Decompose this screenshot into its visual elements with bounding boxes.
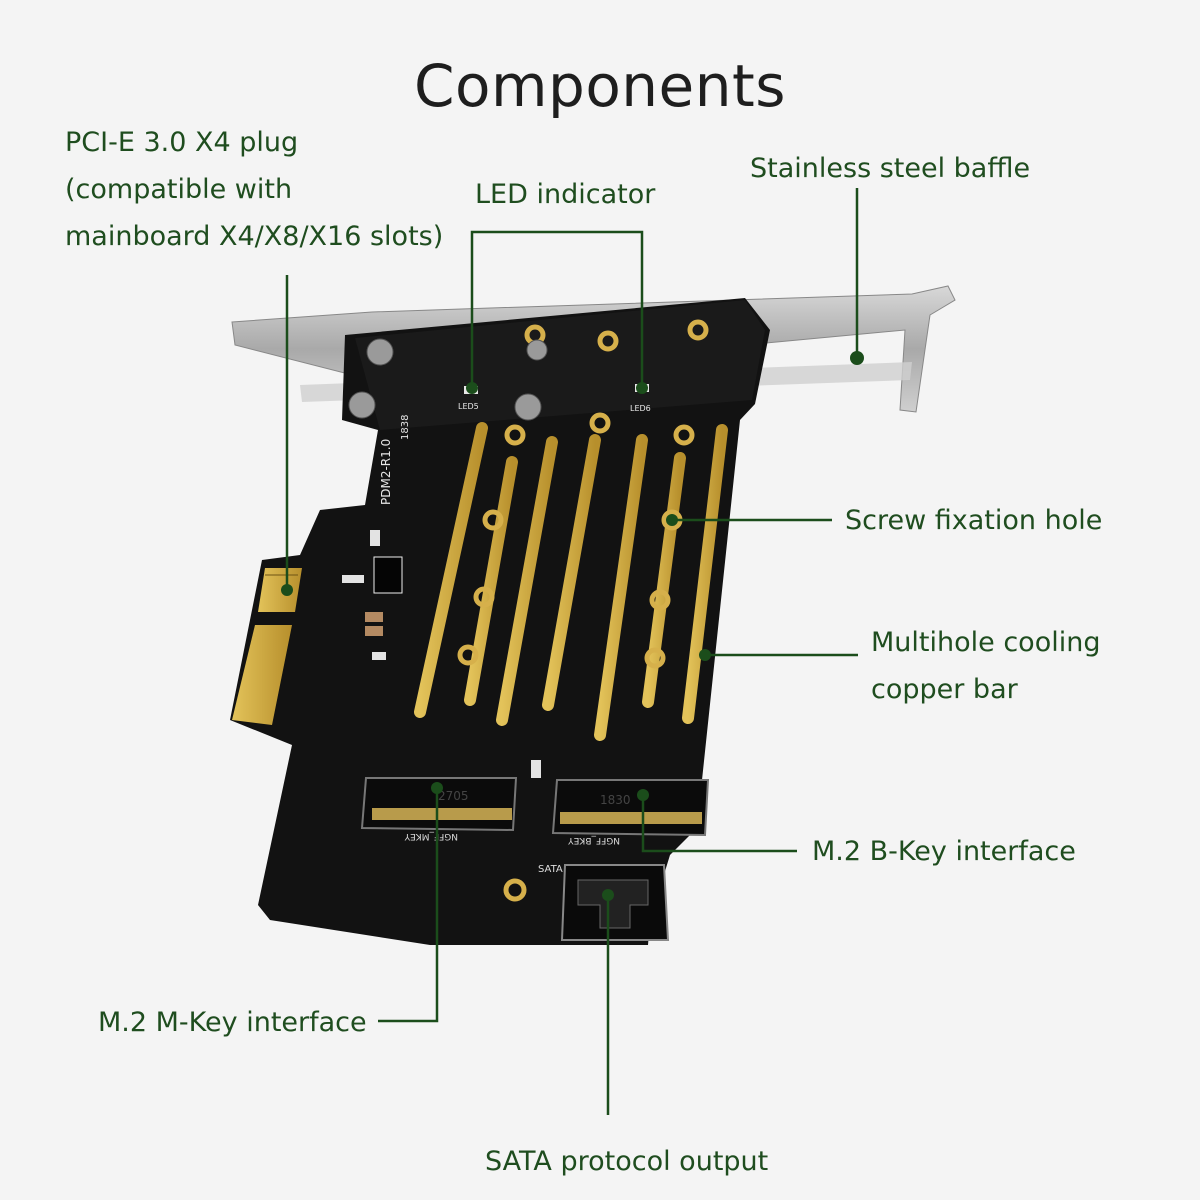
screw-holes <box>457 319 709 902</box>
pcie-label-line-1: PCI-E 3.0 X4 plug <box>65 127 299 158</box>
model-silkscreen: PDM2-R1.0 <box>379 439 393 505</box>
date-silkscreen: 1838 <box>400 415 411 440</box>
sata-protocol-output-label: SATA protocol output <box>485 1146 769 1177</box>
m2-bkey-connector: 1830 NGFF_BKEY <box>551 779 710 845</box>
mkey-silkscreen: NGFF_MKEY <box>404 831 458 841</box>
bracket-screws <box>348 338 548 421</box>
bkey-silkscreen: NGFF_BKEY <box>568 835 620 845</box>
cooling-callout-dot <box>699 649 711 661</box>
pcie-label-line-2: (compatible with <box>65 174 293 205</box>
m2-bkey-interface-label: M.2 B-Key interface <box>812 836 1076 867</box>
callout-dots <box>281 351 864 901</box>
pcie-label-line-3: mainboard X4/X8/X16 slots) <box>65 221 444 252</box>
baffle-callout-dot <box>850 351 864 365</box>
stainless-steel-baffle-label: Stainless steel baffle <box>750 153 1031 184</box>
cooling-label-line-2: copper bar <box>871 674 1018 705</box>
led-indicator-label: LED indicator <box>475 179 656 210</box>
smd-components <box>342 530 541 778</box>
led6-callout-dot <box>636 382 648 394</box>
led6-silkscreen: LED6 <box>630 404 651 413</box>
sata-silkscreen: SATA <box>538 864 563 875</box>
led5-callout-dot <box>466 382 478 394</box>
screw-fixation-hole-label: Screw fixation hole <box>845 505 1103 536</box>
pcie-plug-label: PCI-E 3.0 X4 plug (compatible with mainb… <box>65 119 443 260</box>
m2-mkey-interface-label: M.2 M-Key interface <box>98 1007 367 1038</box>
mkey-connector-number: 2705 <box>438 789 469 803</box>
bkey-callout-line <box>641 795 797 853</box>
mkey-callout-dot <box>431 782 443 794</box>
sata-callout-dot <box>602 889 614 901</box>
m2-mkey-connector: 2705 NGFF_MKEY <box>360 777 518 841</box>
sata-port: SATA <box>538 864 670 941</box>
page-title: Components <box>414 52 786 120</box>
screw-callout-dot <box>666 514 678 526</box>
callout-lines <box>285 188 859 1115</box>
cooling-label-line-1: Multihole cooling <box>871 627 1101 658</box>
led5-silkscreen: LED5 <box>458 402 479 411</box>
bkey-connector-number: 1830 <box>600 793 631 807</box>
mkey-callout-line <box>378 788 439 1023</box>
bkey-callout-dot <box>637 789 649 801</box>
led-callout-line <box>470 230 644 388</box>
pcie-gold-fingers <box>232 568 302 725</box>
pcie-callout-dot <box>281 584 293 596</box>
cooling-copper-bar-label: Multihole cooling copper bar <box>871 619 1100 713</box>
